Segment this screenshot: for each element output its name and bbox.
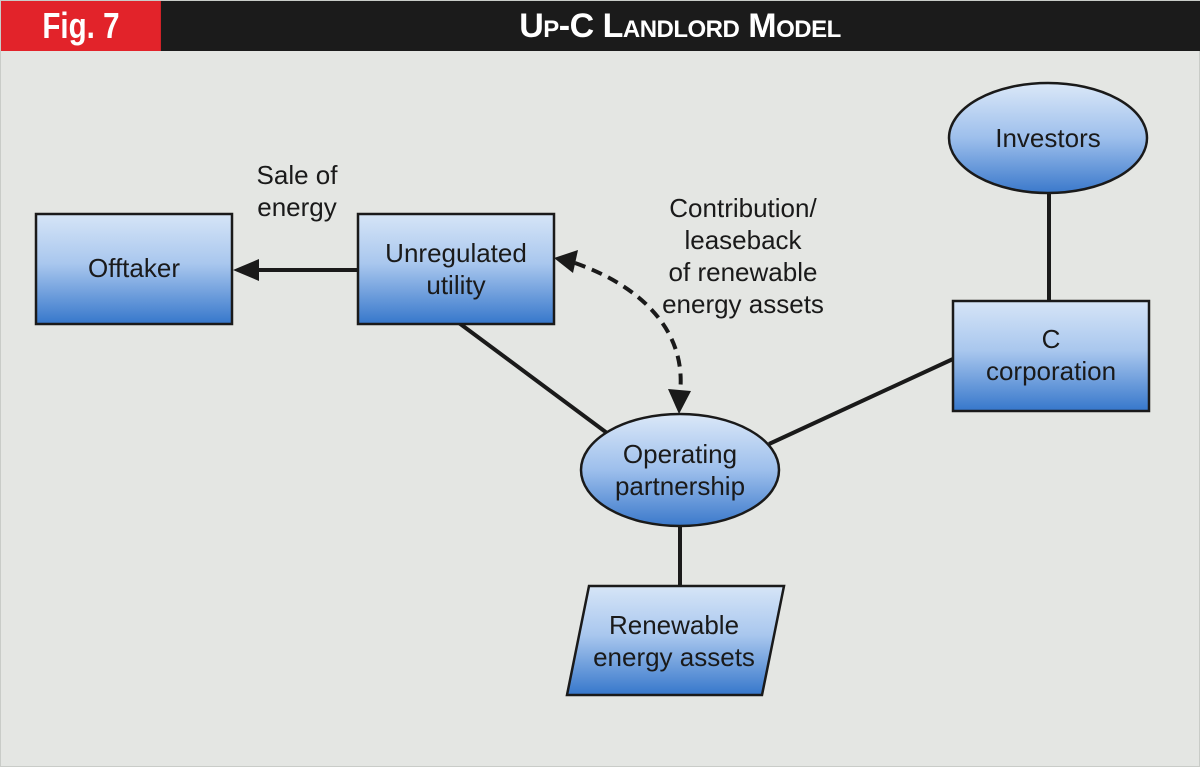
contribution-label-line1: Contribution/ [669,193,817,223]
c-corporation-node: C corporation [951,299,1151,413]
connector-utility-operating [457,321,609,435]
sale-label-line2: energy [257,192,337,222]
contribution-arrowhead-bottom [668,389,691,414]
contribution-dashed-arrow [574,261,683,394]
utility-label-line2: utility [426,270,485,300]
connector-operating-ccorp [768,357,954,446]
contribution-arrowhead-top [554,250,578,273]
utility-node: Unregulated utility [356,212,556,326]
contribution-label-line2: leaseback [684,225,802,255]
investors-node: Investors [947,81,1149,195]
operating-partnership-label-line1: Operating [623,439,737,469]
utility-label-line1: Unregulated [385,238,527,268]
figure-number-badge: Fig. 7 [1,1,161,51]
operating-partnership-node: Operating partnership [579,412,781,528]
contribution-label-line4: energy assets [662,289,824,319]
renewable-assets-label-line2: energy assets [593,642,755,672]
renewable-assets-label-line1: Renewable [609,610,739,640]
header-bar [1,1,1200,51]
c-corporation-label-line1: C [1042,324,1061,354]
sale-arrowhead [233,259,259,281]
c-corporation-label-line2: corporation [986,356,1116,386]
investors-label: Investors [995,123,1101,153]
figure-title: Up-C Landlord Model [519,6,841,45]
contribution-label-line3: of renewable [669,257,818,287]
renewable-assets-node: Renewable energy assets [565,584,786,697]
operating-partnership-label-line2: partnership [615,471,745,501]
offtaker-node: Offtaker [34,212,234,326]
offtaker-label: Offtaker [88,253,180,283]
sale-label-line1: Sale of [257,160,339,190]
